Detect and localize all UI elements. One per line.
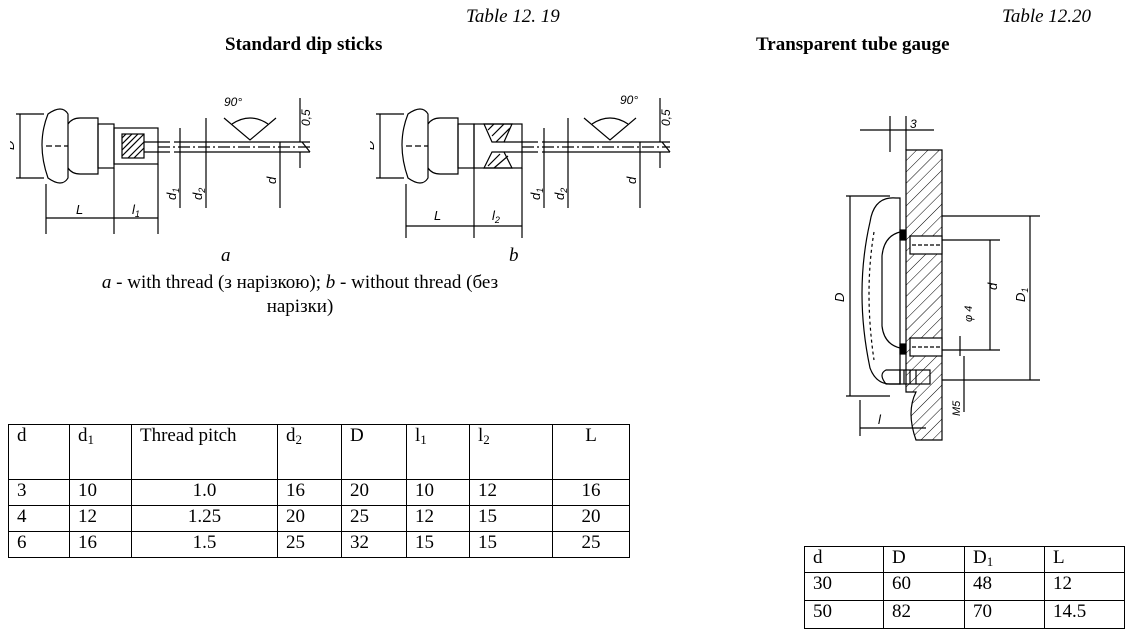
dim-d1-b: d1 [528,188,545,200]
cell: 20 [341,479,407,506]
dim-L-b: L [434,208,441,223]
cell: 15 [469,505,553,532]
header-d2: d2 [277,424,342,480]
dim-d-gauge: d [985,282,1000,290]
cell: 10 [406,479,470,506]
cell: 16 [277,479,342,506]
cell: 4 [8,505,70,532]
cell: 20 [277,505,342,532]
cell: 50 [804,600,884,629]
dim-D1-gauge: D1 [1013,288,1030,302]
cell: 15 [469,531,553,558]
caption-line-2: нарізки) [266,296,334,317]
dim-l-gauge: l [878,412,882,427]
cell: 60 [883,572,965,601]
cell: 3 [8,479,70,506]
dip-stick-table: d d1 Thread pitch d2 D l1 l2 L 3 10 1.0 … [8,424,630,558]
cell: 1.25 [131,505,278,532]
cell: 16 [69,531,132,558]
title-left: Standard dip sticks [225,34,383,55]
dip-stick-drawing-b: 90° 0,5 D L l2 d1 d2 d [370,93,673,238]
tube-gauge-drawing: 3 D D1 d φ 4 M5 l [832,116,1040,441]
cell: 14.5 [1044,600,1125,629]
header-l1: l1 [406,424,470,480]
title-right: Transparent tube gauge [756,34,950,55]
cell: 1.0 [131,479,278,506]
cell: 25 [277,531,342,558]
table-row: 4 12 1.25 20 25 12 15 20 [8,505,630,532]
angle-label-b: 90° [620,93,638,107]
cell: 82 [883,600,965,629]
header-l2: l2 [469,424,553,480]
table-caption-left: Table 12. 19 [466,6,560,27]
header-D1: D1 [964,546,1045,573]
table-row: 30 60 48 12 [804,572,1125,601]
dim-d-b: d [624,176,639,184]
gap-label-a: 0,5 [299,109,313,126]
table-header-row: d D D1 L [804,546,1125,573]
cell: 16 [552,479,630,506]
cell: 12 [469,479,553,506]
cell: 70 [964,600,1045,629]
table-row: 3 10 1.0 16 20 10 12 16 [8,479,630,506]
dim-l2-b: l2 [492,208,500,225]
header-D: D [883,546,965,573]
dim-d2-a: d2 [190,188,207,200]
angle-label-a: 90° [224,95,242,109]
dim-D-b: D [370,141,377,150]
header-L: L [1044,546,1125,573]
dim-d1-a: d1 [164,188,181,200]
cell: 1.5 [131,531,278,558]
gap-label-b: 0,5 [659,109,673,126]
dim-d2-b: d2 [552,188,569,200]
cell: 12 [1044,572,1125,601]
cell: 32 [341,531,407,558]
dim-D-gauge: D [832,293,847,302]
table-row: 6 16 1.5 25 32 15 15 25 [8,531,630,558]
cell: 10 [69,479,132,506]
cell: 25 [341,505,407,532]
table-header-row: d d1 Thread pitch d2 D l1 l2 L [8,424,630,480]
cell: 30 [804,572,884,601]
dip-stick-drawing-a: 90° 0,5 D L l1 d1 d2 d [10,95,313,234]
header-D: D [341,424,407,480]
figure-caption: a - with thread (з нарізкою); b - withou… [40,271,560,319]
table-row: 50 82 70 14.5 [804,600,1125,629]
dim-D-a: D [10,141,17,150]
dim-l1-a: l1 [132,202,140,219]
header-thread-pitch: Thread pitch [131,424,278,480]
dim-L-a: L [76,202,83,217]
cell: 12 [69,505,132,532]
cell: 20 [552,505,630,532]
cell: 15 [406,531,470,558]
dim-phi: φ 4 [963,306,975,322]
figure-label-b: b [509,245,519,266]
header-d1: d1 [69,424,132,480]
dim-d-a: d [264,176,279,184]
cell: 12 [406,505,470,532]
cell: 48 [964,572,1045,601]
caption-line-1: a - with thread (з нарізкою); b - withou… [101,272,499,293]
cell: 25 [552,531,630,558]
table-caption-right: Table 12.20 [1002,6,1092,27]
figure-label-a: a [221,245,231,266]
header-d: d [8,424,70,480]
header-L: L [552,424,630,480]
dim-m5: M5 [951,400,963,416]
header-d: d [804,546,884,573]
dim-top: 3 [910,117,917,131]
cell: 6 [8,531,70,558]
tube-gauge-table: d D D1 L 30 60 48 12 50 82 70 14.5 [804,546,1125,629]
